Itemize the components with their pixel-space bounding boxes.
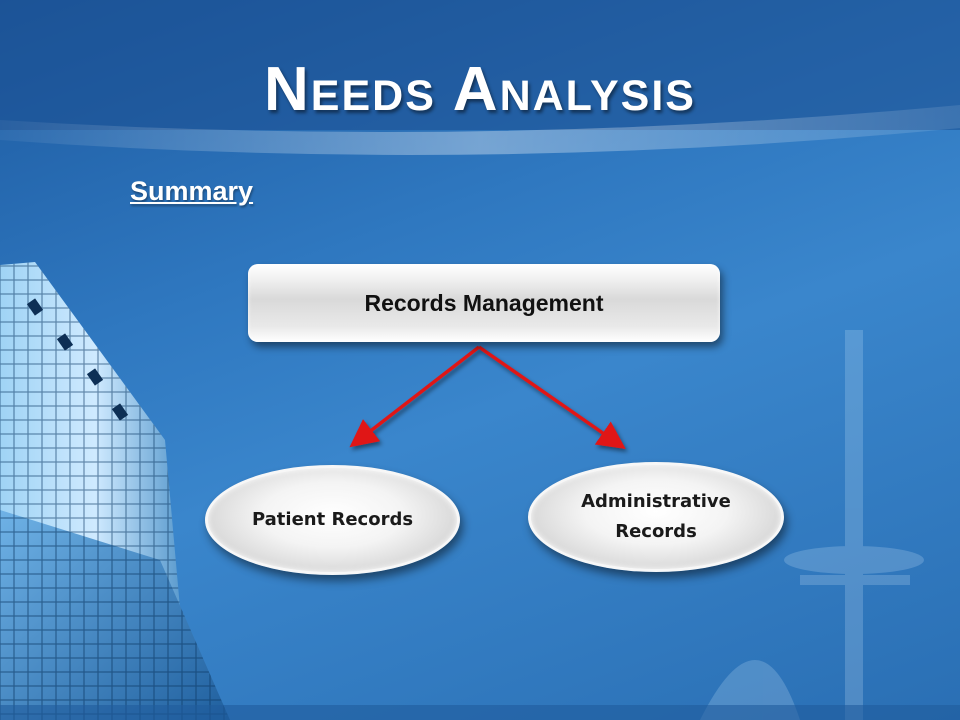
child-node-patient-records: Patient Records [205, 465, 460, 575]
child-node-label: Patient Records [251, 509, 414, 530]
building-illustration [0, 262, 230, 720]
slide-title: Needs Analysis [264, 55, 696, 124]
section-subtitle: Summary [130, 176, 254, 206]
child-node-label: Administrative Records [581, 491, 731, 542]
root-node-records-management: Records Management [248, 264, 720, 342]
child-node-administrative-records: Administrative Records [528, 462, 784, 572]
root-node-label: Records Management [364, 289, 604, 316]
